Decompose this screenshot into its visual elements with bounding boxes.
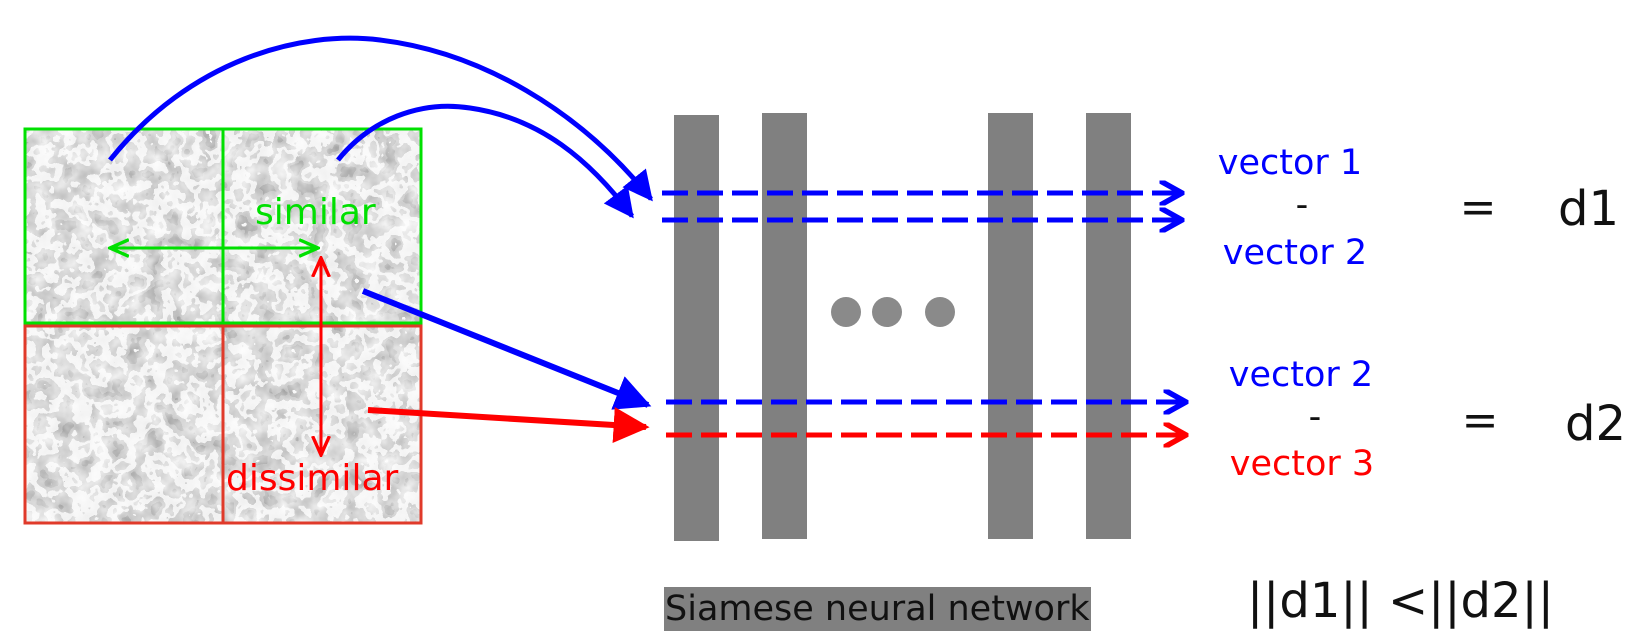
comparison-2-result: d2 [1565, 396, 1626, 452]
comparison-2-bottom-vector: vector 3 [1230, 444, 1374, 484]
comparison-d1: vector 1 - vector 2 = d1 [1218, 143, 1619, 273]
patch-2-second-input-arrow [361, 288, 652, 410]
distance-inequality: ||d1|| <||d2|| [1247, 573, 1554, 629]
network-layer-1 [674, 115, 719, 541]
patch-grid [23, 127, 423, 525]
more-layers-ellipsis-icon [831, 297, 955, 327]
network-layer-3 [988, 113, 1033, 539]
comparison-2-top-vector: vector 2 [1229, 355, 1373, 395]
network-layer-2 [762, 113, 807, 539]
network-caption: Siamese neural network [664, 587, 1091, 631]
dissimilar-label: dissimilar [226, 458, 399, 499]
patch-3-input-arrow [367, 407, 650, 443]
similar-label: similar [255, 192, 376, 233]
network-layer-4 [1086, 113, 1131, 539]
network-layers [674, 113, 1131, 541]
comparison-1-equals: = [1460, 182, 1497, 233]
comparison-1-bottom-vector: vector 2 [1223, 233, 1367, 273]
comparison-1-result: d1 [1558, 181, 1619, 237]
patch-1-input-arrow [108, 35, 653, 202]
comparison-2-equals: = [1462, 395, 1499, 446]
comparison-d2: vector 2 - vector 3 = d2 [1229, 355, 1626, 484]
patch-2-input-arrow [336, 103, 634, 219]
comparison-2-minus: - [1309, 397, 1322, 437]
comparison-1-top-vector: vector 1 [1218, 143, 1362, 183]
comparison-1-minus: - [1296, 185, 1309, 225]
